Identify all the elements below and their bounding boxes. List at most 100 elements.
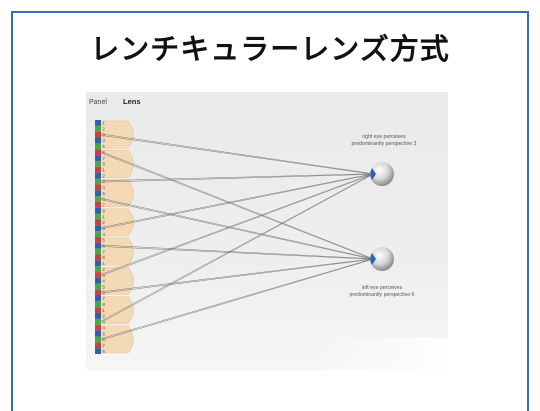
pixel-number: 2 bbox=[103, 127, 106, 132]
pixel-number: 8 bbox=[103, 302, 106, 307]
pixel-number: 1 bbox=[103, 121, 106, 126]
pixel-number: 4 bbox=[103, 185, 106, 190]
panel-pixel bbox=[95, 348, 101, 354]
pixel-number: 4 bbox=[103, 232, 106, 237]
ray-line bbox=[100, 258, 374, 339]
panel-pixel bbox=[95, 201, 101, 208]
lenticular-lens bbox=[101, 237, 134, 266]
pixel-number: 2 bbox=[103, 220, 106, 225]
panel-pixel bbox=[95, 318, 101, 325]
pixel-number: 8 bbox=[103, 255, 106, 260]
ray-line bbox=[100, 173, 374, 228]
lenticular-lens bbox=[101, 266, 134, 295]
pixel-number: 5 bbox=[103, 331, 106, 336]
ray-line bbox=[100, 199, 374, 260]
ray-line bbox=[100, 258, 374, 293]
ray-line bbox=[100, 198, 374, 259]
panel-pixel bbox=[95, 166, 101, 173]
pixel-number: 5 bbox=[103, 144, 106, 149]
panel-label: Panel bbox=[89, 99, 107, 106]
panel-pixel bbox=[95, 313, 101, 319]
lens-column bbox=[101, 120, 134, 354]
panel-pixel bbox=[95, 143, 101, 150]
ray-line bbox=[100, 259, 374, 294]
right-eye-caption-line2: predominantly perspective 3 bbox=[352, 141, 417, 147]
ray-line bbox=[100, 152, 374, 260]
panel-pixel bbox=[95, 231, 101, 237]
lenticular-lens bbox=[101, 179, 134, 208]
ray-line bbox=[100, 174, 374, 183]
pixel-number: 5 bbox=[103, 191, 106, 196]
pixel-number: 6 bbox=[103, 197, 106, 202]
lenticular-lens bbox=[101, 325, 134, 354]
lenticular-lens bbox=[101, 208, 134, 237]
ray-lines bbox=[100, 133, 374, 341]
pixel-number: 1 bbox=[103, 308, 106, 313]
right-eye-caption-line1: right eye perceives bbox=[362, 134, 406, 140]
pixel-number: 7 bbox=[103, 343, 106, 348]
panel-pixel bbox=[95, 125, 101, 132]
ray-line bbox=[100, 174, 374, 323]
ray-line bbox=[100, 173, 374, 275]
pixel-number: 8 bbox=[103, 349, 106, 354]
panel-pixel bbox=[95, 277, 101, 284]
left-eye bbox=[370, 247, 394, 271]
lenticular-lens bbox=[101, 120, 134, 149]
panel-pixel bbox=[95, 336, 101, 343]
pixel-number: 6 bbox=[103, 337, 106, 342]
panel-pixel bbox=[95, 172, 101, 179]
ray-line bbox=[100, 173, 374, 181]
panel-pixel bbox=[95, 301, 101, 308]
panel-pixel bbox=[95, 342, 101, 349]
pixel-number: 4 bbox=[103, 325, 106, 330]
pixel-number: 1 bbox=[103, 214, 106, 219]
ray-line bbox=[100, 246, 374, 260]
ray-line bbox=[100, 173, 374, 322]
left-eye-ball bbox=[370, 247, 394, 271]
right-eye-ball bbox=[370, 162, 394, 186]
ray-line bbox=[100, 259, 374, 341]
panel-pixel bbox=[95, 283, 101, 290]
panel-pixel bbox=[95, 330, 101, 337]
right-eye-pupil bbox=[370, 168, 376, 180]
pixel-number: 1 bbox=[103, 167, 106, 172]
ray-line bbox=[100, 174, 374, 276]
left-eye-pupil bbox=[370, 253, 376, 265]
pixel-number: 1 bbox=[103, 261, 106, 266]
panel-pixel bbox=[95, 219, 101, 226]
panel-pixel bbox=[95, 237, 101, 243]
pixel-number: 3 bbox=[103, 132, 106, 137]
pixel-number: 7 bbox=[103, 203, 106, 208]
pixel-number: 8 bbox=[103, 208, 106, 213]
panel-pixel bbox=[95, 155, 101, 161]
panel-pixel bbox=[95, 324, 101, 331]
pixel-number: 6 bbox=[103, 150, 106, 155]
pixel-number: 5 bbox=[103, 238, 106, 243]
panel-pixel bbox=[95, 131, 101, 138]
panel-pixel bbox=[95, 160, 101, 167]
pixel-number: 7 bbox=[103, 296, 106, 301]
panel-pixel bbox=[95, 178, 101, 185]
left-eye-caption-line1: left eye perceives bbox=[362, 285, 403, 291]
panel-pixel bbox=[95, 254, 101, 261]
ray-line bbox=[100, 174, 374, 230]
panel-pixel bbox=[95, 137, 101, 144]
lenticular-diagram-svg: Panel Lens 12345678123456781234567812345… bbox=[89, 97, 448, 370]
pixel-number: 2 bbox=[103, 173, 106, 178]
panel-pixel bbox=[95, 184, 101, 191]
panel-pixel bbox=[95, 307, 101, 314]
panel-pixel bbox=[95, 149, 101, 156]
lenticular-diagram: Panel Lens 12345678123456781234567812345… bbox=[86, 92, 448, 370]
panel-pixel bbox=[95, 242, 101, 249]
pixel-number: 2 bbox=[103, 267, 106, 272]
slide-frame bbox=[11, 11, 529, 411]
panel-pixel bbox=[95, 295, 101, 302]
pixel-number: 3 bbox=[103, 320, 106, 325]
lenticular-lens bbox=[101, 296, 134, 325]
lens-label: Lens bbox=[123, 97, 141, 106]
pixel-number: 4 bbox=[103, 279, 106, 284]
right-eye bbox=[370, 162, 394, 186]
panel-pixel bbox=[95, 260, 101, 267]
panel-pixel bbox=[95, 196, 101, 202]
ray-line bbox=[100, 244, 374, 259]
